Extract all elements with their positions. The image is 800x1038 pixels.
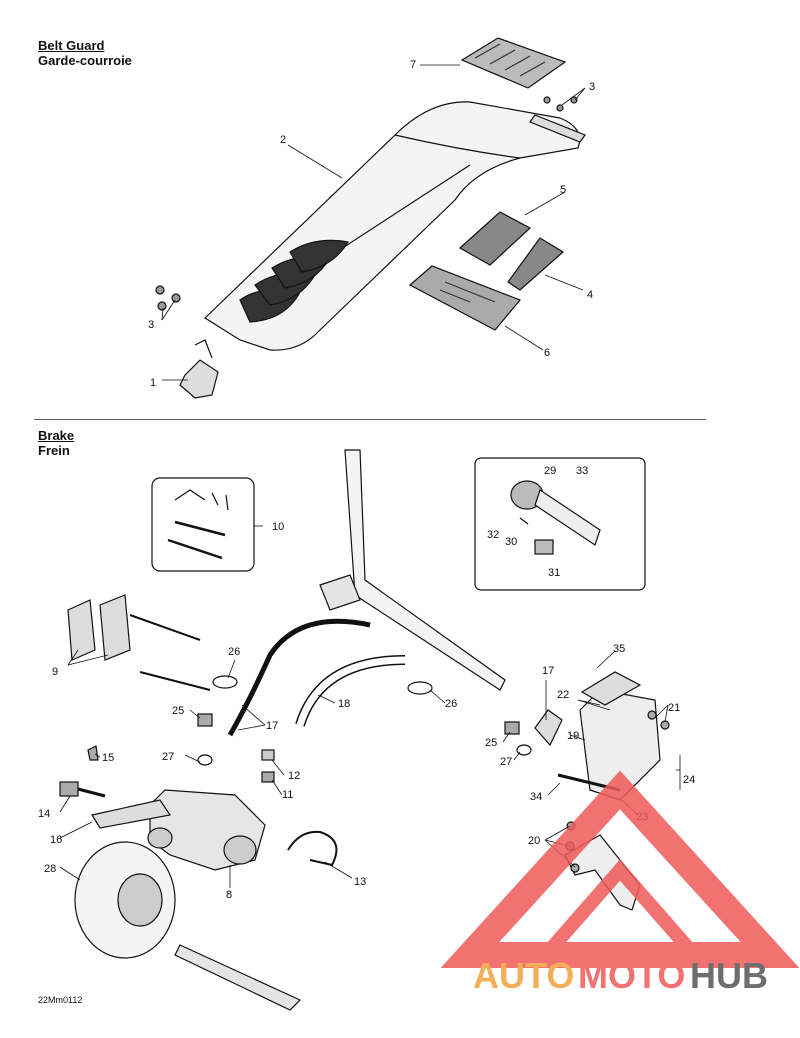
belt-guard-title-fr: Garde-courroie — [38, 53, 132, 68]
callout-4: 4 — [587, 289, 593, 301]
callout-17-left: 17 — [266, 720, 278, 732]
guard-bracket — [179, 359, 219, 399]
brake-lever — [564, 834, 641, 911]
callout-26-right: 26 — [445, 698, 457, 710]
watermark-text-moto: MOTO — [578, 955, 685, 996]
callout-3-right: 3 — [589, 81, 595, 93]
watermark-text-auto: AUTO — [473, 955, 574, 996]
callout-21: 21 — [668, 702, 680, 714]
callout-17-right: 17 — [542, 665, 554, 677]
callout-24: 24 — [683, 774, 695, 786]
nut — [543, 96, 551, 104]
nut — [155, 285, 165, 295]
callout-20: 20 — [528, 835, 540, 847]
document-code: 22Mm0112 — [38, 995, 83, 1005]
callout-15: 15 — [102, 752, 114, 764]
callout-27-left: 27 — [162, 751, 174, 763]
belt-guard-title: Belt Guard Garde-courroie — [38, 38, 132, 68]
watermark-text-hub: HUB — [690, 955, 768, 996]
callout-1: 1 — [150, 377, 156, 389]
belt-guard-title-en: Belt Guard — [38, 38, 105, 53]
callout-27-right: 27 — [500, 756, 512, 768]
decal-6 — [408, 265, 521, 331]
callout-9: 9 — [52, 666, 58, 678]
belt-guard-illustration — [155, 37, 586, 399]
decal-4 — [507, 237, 565, 291]
callout-7: 7 — [410, 59, 416, 71]
belt-guard-vents — [239, 239, 349, 323]
brake-callouts: 8 9 10 11 12 13 14 15 16 17 17 18 19 20 … — [38, 465, 695, 901]
belt-guard-callouts: 1 2 3 3 4 5 6 7 — [148, 59, 595, 389]
brake-title: Brake Frein — [38, 428, 74, 458]
callout-35: 35 — [613, 643, 625, 655]
callout-33: 33 — [576, 465, 588, 477]
callout-30: 30 — [505, 536, 517, 548]
callout-25-left: 25 — [172, 705, 184, 717]
callout-13: 13 — [354, 876, 366, 888]
watermark-logo: AUTO MOTO HUB — [440, 770, 800, 996]
callout-31: 31 — [548, 567, 560, 579]
callout-10: 10 — [272, 521, 284, 533]
callout-26-left: 26 — [228, 646, 240, 658]
callout-5: 5 — [560, 184, 566, 196]
brake-title-fr: Frein — [38, 443, 70, 458]
callout-14: 14 — [38, 808, 50, 820]
brake-title-en: Brake — [38, 428, 75, 443]
callout-22: 22 — [557, 689, 569, 701]
callout-3-left: 3 — [148, 319, 154, 331]
nut — [556, 104, 564, 112]
nut — [570, 96, 578, 104]
callout-25-right: 25 — [485, 737, 497, 749]
section-divider — [34, 419, 706, 420]
callout-8: 8 — [226, 889, 232, 901]
callout-6: 6 — [544, 347, 550, 359]
brake-illustration — [59, 449, 670, 1011]
brake-hose — [227, 618, 371, 737]
nut — [171, 293, 181, 303]
callout-11: 11 — [282, 789, 293, 801]
callout-32: 32 — [487, 529, 499, 541]
callout-28: 28 — [44, 863, 56, 875]
callout-29: 29 — [544, 465, 556, 477]
nut — [157, 301, 167, 311]
callout-12: 12 — [288, 770, 300, 782]
callout-16: 16 — [50, 834, 62, 846]
callout-34: 34 — [530, 791, 542, 803]
decal-7 — [460, 37, 567, 89]
callout-18: 18 — [338, 698, 350, 710]
inset-box-10 — [151, 477, 255, 572]
callout-19: 19 — [567, 730, 579, 742]
callout-2: 2 — [280, 134, 286, 146]
decal-5 — [458, 211, 532, 266]
